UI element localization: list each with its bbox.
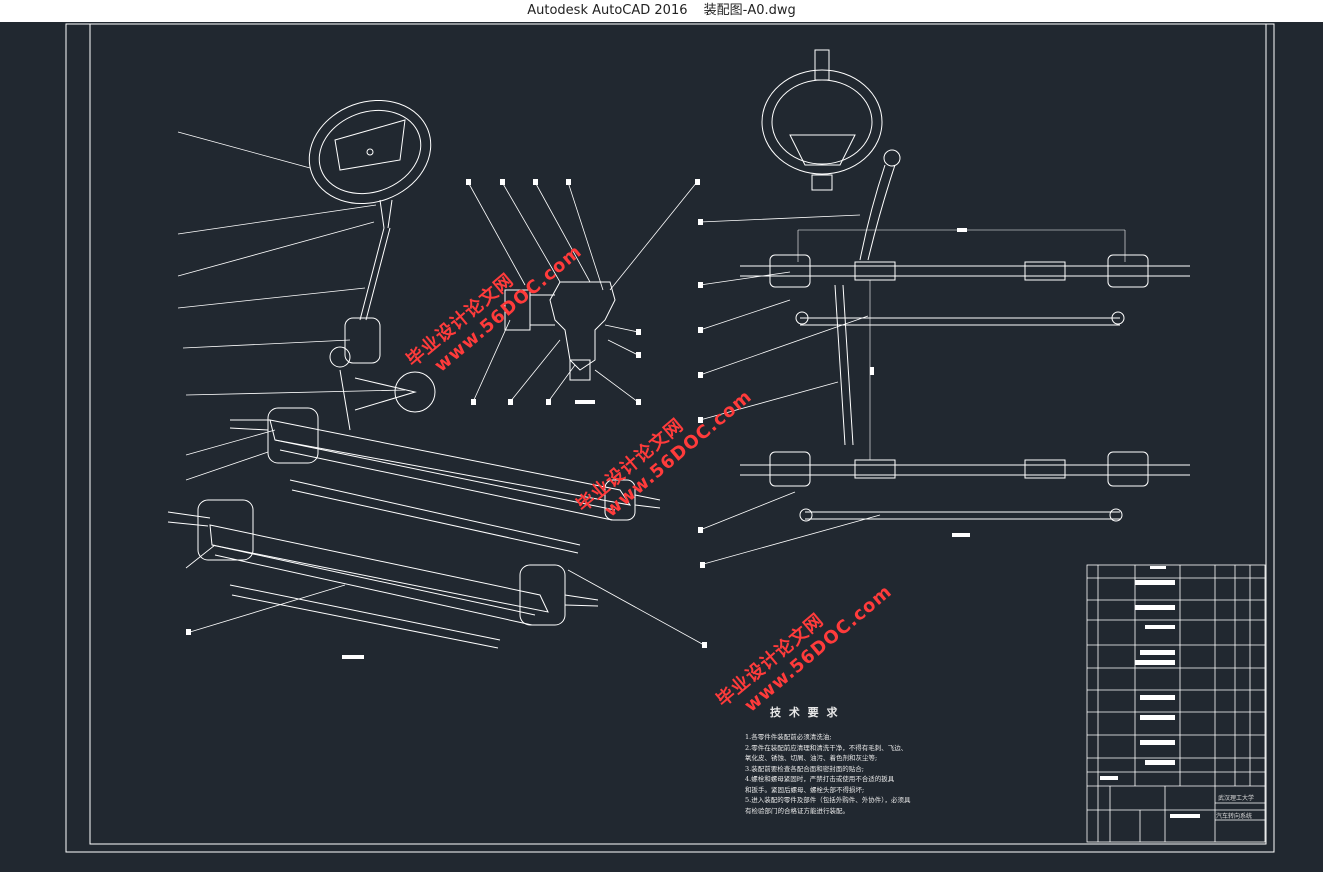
front-axle-plan-upper (740, 229, 1190, 460)
technical-requirements: 技 术 要 求 1.各零件件装配前必须清洗油; 2.零件在装配前应清理和清洗干净… (745, 704, 910, 816)
front-axle-3d-upper (229, 407, 661, 554)
steering-gear-section (504, 281, 616, 381)
title-block (1086, 564, 1266, 843)
title-block-school: 武汉理工大学 (1218, 795, 1255, 802)
tech-line: 1.各零件件装配前必须清洗油; (745, 733, 832, 741)
front-axle-3d-lower (167, 499, 599, 649)
tech-line: 有检验部门的合格证方能进行装配。 (745, 806, 849, 815)
steering-wheel-right (761, 49, 901, 261)
steering-wheel-left (308, 99, 432, 229)
leader-lines-center (467, 181, 698, 403)
inner-frame (89, 23, 1267, 845)
tech-line: 4.螺栓和螺母紧固时，严禁打击或使用不合适的扳具 (745, 775, 895, 783)
tech-heading: 技 术 要 求 (770, 706, 840, 719)
leader-lines-right (699, 214, 881, 566)
front-axle-plan-lower (740, 451, 1190, 522)
app-title: Autodesk AutoCAD 2016 (527, 3, 688, 18)
detail-circle (394, 371, 436, 413)
tech-line: 和扳手。紧固后螺母、螺栓头部不得损坏; (745, 785, 865, 794)
tech-line: 3.装配前要检查各配合面和密封面的贴合; (745, 764, 864, 773)
drawing-canvas[interactable]: 毕业设计论文网 www.56DOC.com 毕业设计论文网 www.56DOC.… (0, 22, 1323, 872)
tech-line: 5.进入装配的零件及部件（包括外购件、外协件），必须具 (745, 796, 911, 804)
file-name: 装配图-A0.dwg (703, 3, 796, 18)
drag-link (834, 284, 854, 446)
window-title-bar: Autodesk AutoCAD 2016 装配图-A0.dwg (0, 0, 1323, 22)
tech-line: 氧化皮、锈蚀、切屑、油污、着色剂和灰尘等; (745, 754, 878, 762)
tech-line: 2.零件在装配前应清理和清洗干净，不得有毛刺、飞边、 (745, 743, 908, 752)
leader-lines-left (177, 131, 705, 646)
title-block-drawing-name: 汽车转向系统 (1216, 813, 1253, 820)
cad-drawing (65, 23, 1275, 853)
leader-markers (186, 179, 1200, 818)
